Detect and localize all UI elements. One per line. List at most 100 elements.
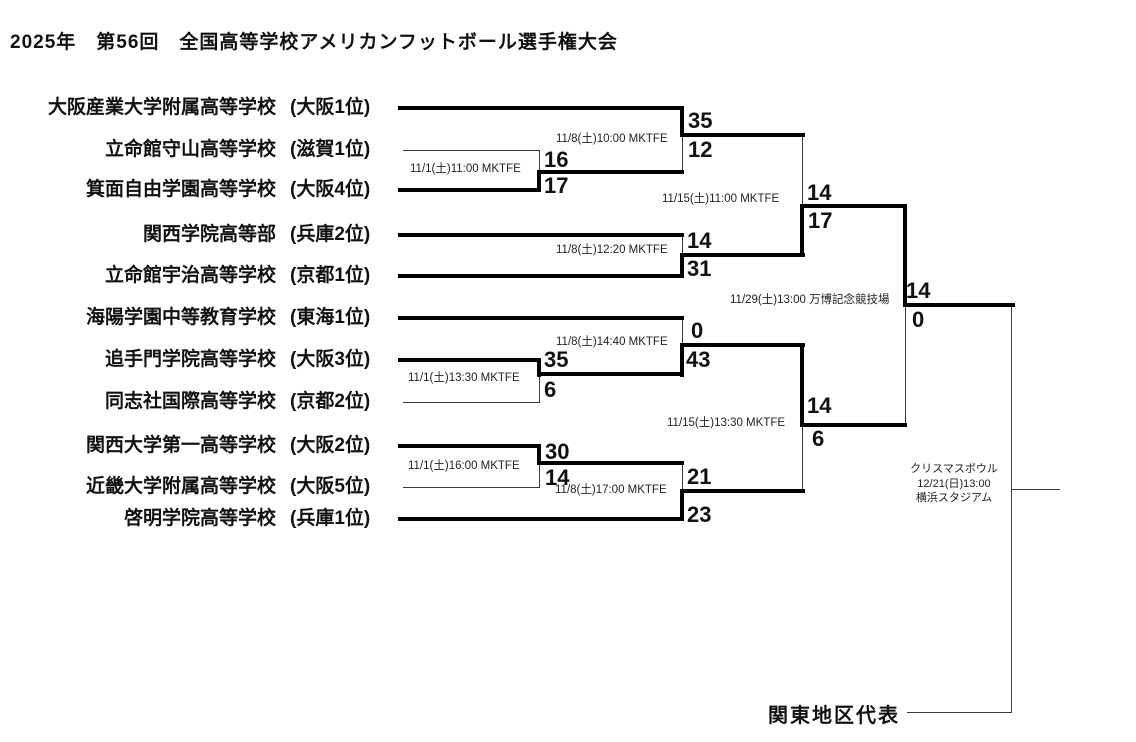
christmas-bowl-label: クリスマスボウル 12/21(日)13:00 横浜スタジアム [901, 462, 1007, 506]
match-date-label: 11/15(土)13:30 MKTFE [667, 417, 786, 429]
team-row: 関西学院高等部 (兵庫2位) [0, 222, 388, 248]
score-label: 30 [545, 439, 570, 464]
score-label: 17 [808, 208, 833, 233]
score-label: 12 [688, 137, 713, 162]
bracket-line [403, 487, 540, 488]
bracket-line [682, 135, 683, 172]
team-name: 立命館守山高等学校 [104, 139, 276, 160]
team-seed: (大阪1位) [290, 97, 371, 118]
team-name: 海陽学園中等教育学校 [85, 307, 276, 328]
team-name: 関西学院高等部 [142, 224, 276, 245]
team-seed: (京都1位) [290, 265, 371, 286]
bracket-line [680, 253, 805, 257]
team-name: 啓明学院高等学校 [123, 508, 276, 529]
team-seed: (大阪4位) [290, 179, 371, 200]
team-name: 大阪産業大学附属高等学校 [47, 97, 276, 118]
score-label: 14 [807, 393, 832, 418]
score-label: 43 [686, 347, 711, 372]
bracket-line [680, 489, 684, 521]
team-seed: (滋賀1位) [290, 139, 371, 160]
score-label: 17 [544, 173, 569, 198]
score-label: 31 [687, 256, 712, 281]
match-date-label: 11/1(土)16:00 MKTFE [408, 460, 520, 472]
team-row: 大阪産業大学附属高等学校 (大阪1位) [0, 95, 388, 121]
kanto-representative-label: 関東地区代表 [768, 705, 900, 727]
match-date-label: 11/15(土)11:00 MKTFE [662, 193, 780, 205]
bracket-line [905, 304, 906, 425]
team-row: 海陽学園中等教育学校 (東海1位) [0, 305, 388, 331]
bracket-line [682, 318, 683, 345]
team-row: 啓明学院高等学校 (兵庫1位) [0, 506, 388, 532]
team-seed: (京都2位) [290, 391, 371, 412]
team-name: 近畿大学附属高等学校 [85, 476, 276, 497]
match-date-label: 11/1(土)11:00 MKTFE [410, 163, 521, 175]
match-date-label: 11/8(土)14:40 MKTFE [556, 336, 668, 348]
bracket-line [537, 461, 684, 465]
score-label: 0 [691, 318, 704, 343]
score-label: 14 [545, 465, 570, 490]
team-seed: (大阪5位) [290, 476, 371, 497]
bracket-line [680, 133, 805, 137]
team-row: 追手門学院高等学校(大阪3位) [0, 347, 388, 373]
bracket-line [537, 446, 541, 465]
bracket-line [682, 235, 683, 255]
score-label: 14 [906, 278, 931, 303]
bracket-line [680, 253, 684, 278]
bracket-line [680, 489, 805, 493]
bracket-line [800, 204, 804, 257]
bracket-line [680, 343, 805, 347]
bracket-line [800, 204, 907, 208]
team-row: 立命館宇治高等学校 (京都1位) [0, 263, 388, 289]
bracket-line [537, 170, 541, 192]
bracket-line [680, 343, 684, 377]
team-name: 立命館宇治高等学校 [104, 265, 276, 286]
match-date-label: 11/8(土)10:00 MKTFE [556, 133, 668, 145]
bracket-line [398, 316, 684, 320]
bracket-line [682, 463, 683, 491]
score-label: 14 [687, 228, 712, 253]
team-row: 箕面自由学園高等学校 (大阪4位) [0, 177, 388, 203]
bracket-line [403, 150, 540, 151]
score-label: 35 [688, 108, 713, 133]
score-label: 16 [544, 147, 569, 172]
bracket-line [802, 424, 803, 490]
bracket-line [539, 150, 540, 172]
bracket-line [537, 360, 541, 377]
team-seed: (兵庫2位) [290, 224, 371, 245]
bracket-line [802, 135, 803, 206]
score-label: 6 [544, 377, 557, 402]
bracket-line [1011, 489, 1060, 490]
team-name: 同志社国際高等学校 [104, 391, 276, 412]
match-date-label: 11/29(土)13:00 万博記念競技場 [730, 294, 890, 306]
team-row: 同志社国際高等学校 (京都2位) [0, 389, 388, 415]
match-date-label: 11/1(土)13:30 MKTFE [408, 372, 520, 384]
bracket-line [398, 188, 541, 192]
score-label: 35 [544, 347, 569, 372]
bracket-line [398, 517, 684, 521]
bracket-line [680, 108, 684, 137]
team-seed: (兵庫1位) [290, 508, 371, 529]
bracket-line [398, 358, 541, 362]
bracket-line [800, 423, 907, 427]
bracket-line [398, 233, 684, 237]
christmas-bowl-title: クリスマスボウル [910, 463, 998, 475]
score-label: 14 [807, 180, 832, 205]
team-name: 箕面自由学園高等学校 [85, 179, 276, 200]
team-seed: (大阪2位) [290, 435, 371, 456]
bracket-line [539, 464, 540, 487]
bracket-line [403, 402, 540, 403]
bracket-line [537, 170, 684, 174]
team-name: 追手門学院高等学校 [104, 349, 276, 370]
bracket-line [539, 375, 540, 402]
bracket-line [907, 712, 1012, 713]
team-seed: (東海1位) [290, 307, 371, 328]
christmas-bowl-venue: 横浜スタジアム [915, 492, 993, 504]
tournament-title: 2025年 第56回 全国高等学校アメリカンフットボール選手権大会 [10, 32, 618, 53]
bracket-line [1011, 305, 1012, 712]
team-row: 近畿大学附属高等学校 (大阪5位) [0, 474, 388, 500]
score-label: 0 [912, 307, 925, 332]
bracket-line [800, 343, 804, 427]
score-label: 21 [687, 464, 712, 489]
team-row: 立命館守山高等学校 (滋賀1位) [0, 137, 388, 163]
